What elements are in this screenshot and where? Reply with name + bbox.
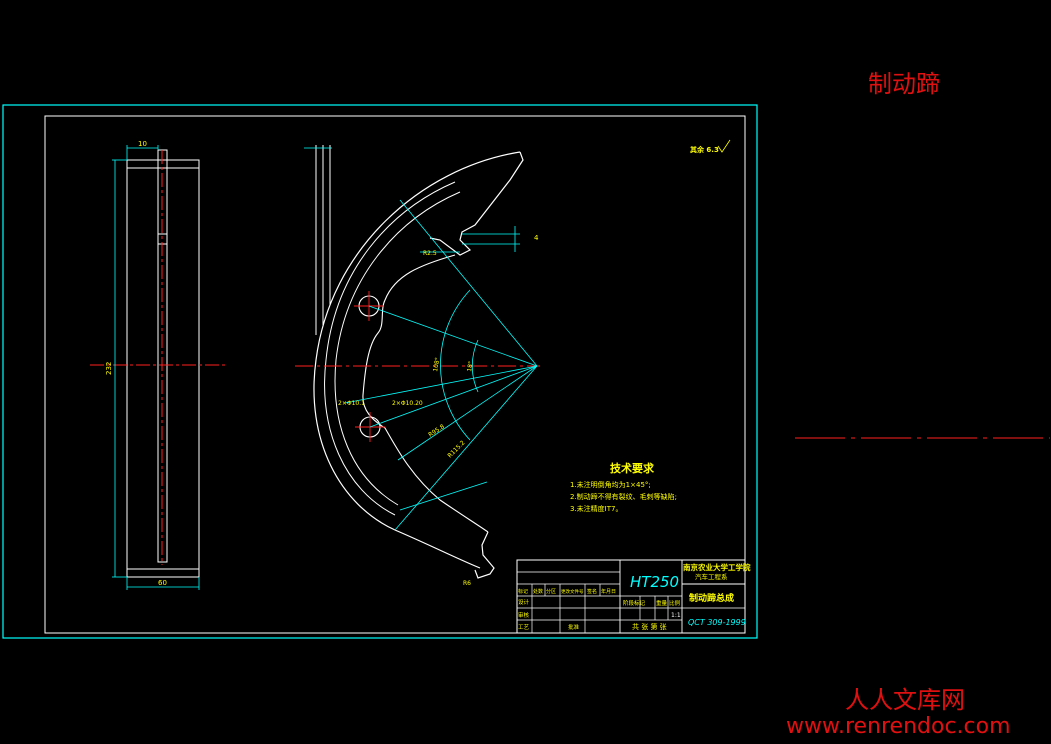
title-block-standard: QCT 309-1999 (688, 618, 746, 627)
title-block-header-5: 签名 (587, 588, 597, 595)
dim-height: 232 (105, 362, 113, 375)
title-block-part-name: 制动蹄总成 (689, 592, 734, 604)
dim-r-top: R2.5 (423, 250, 437, 257)
title-block-row-review: 审核 (518, 611, 530, 619)
title-block-header-4: 更改文件号 (561, 588, 584, 595)
shoe-outer-arc (313, 151, 521, 569)
inner-frame (44, 115, 746, 634)
shoe-lining-arc (334, 191, 461, 506)
title-block-header-3: 分区 (546, 588, 556, 595)
tech-requirements: 技术要求 1.未注明倒角均为1×45°; 2.制动蹄不得有裂纹、毛刺等缺陷; 3… (570, 461, 677, 513)
watermark-site-name: 人人文库网 (845, 686, 965, 714)
tech-requirements-title: 技术要求 (610, 461, 655, 475)
shoe-bottom-tip (474, 531, 495, 579)
title-block-header-1: 标记 (518, 588, 528, 595)
dim-bottom-width: 60 (158, 579, 167, 587)
title-block-row-process: 工艺 (518, 624, 530, 631)
dim-r-inner: R95.8 (427, 423, 446, 439)
title-block-scale-label: 比例 (669, 599, 681, 607)
title-block-weight-label: 重量 (656, 599, 668, 607)
shoe-middle-arc (324, 181, 456, 516)
dim-angle-small: 18° (466, 361, 475, 373)
shoe-web-contour (362, 254, 489, 533)
title-block: HT250 南京农业大学工学院 汽车工程系 制动蹄总成 QCT 309-1999… (516, 559, 751, 634)
watermark-site-url[interactable]: www.renrendoc.com (786, 714, 1011, 739)
side-view: 10 232 60 (90, 140, 225, 590)
title-block-header-2: 处数 (533, 588, 543, 595)
dim-r-outer: R115.2 (446, 439, 466, 459)
dim-gap: 4 (534, 234, 539, 242)
overlay-title: 制动蹄 (868, 70, 940, 98)
tech-requirement-item-2: 2.制动蹄不得有裂纹、毛刺等缺陷; (570, 492, 677, 501)
title-block-institution-line1: 南京农业大学工学院 (683, 562, 751, 572)
front-view: 4 R2.5 18° 108° 2×Φ10.1 2×Φ10.20 R95.8 R… (295, 145, 540, 587)
dim-top-width: 10 (138, 140, 147, 148)
dim-angle-large: 108° (432, 357, 441, 372)
title-block-institution-line2: 汽车工程系 (695, 572, 728, 581)
title-block-material: HT250 (630, 573, 679, 591)
shoe-top-tip (429, 151, 524, 256)
tech-requirement-item-3: 3.未注精度IT7。 (570, 504, 622, 513)
side-view-body (126, 159, 200, 578)
dim-hole-a: 2×Φ10.1 (338, 400, 365, 407)
tech-requirement-item-1: 1.未注明倒角均为1×45°; (570, 480, 651, 489)
title-block-row-design: 设计 (518, 598, 530, 606)
outer-frame (2, 104, 758, 639)
title-block-row-approve: 批准 (568, 623, 580, 631)
title-block-header-6: 年月日 (601, 588, 616, 595)
roughness-note: 其余 6.3 (690, 145, 719, 154)
dim-r-tip: R6 (463, 580, 471, 587)
title-block-stage-label: 阶段标记 (623, 599, 646, 607)
title-block-sheet-info: 共 张 第 张 (632, 622, 667, 631)
title-block-scale: 1:1 (671, 612, 681, 619)
dim-hole-b: 2×Φ10.20 (392, 400, 423, 407)
